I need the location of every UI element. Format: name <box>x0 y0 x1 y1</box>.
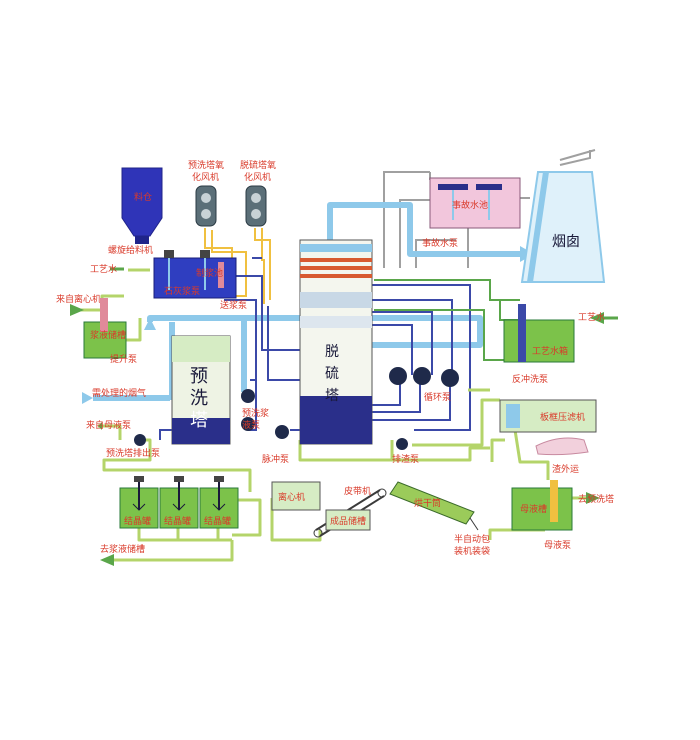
chimney <box>520 171 606 283</box>
prewash-tower-text-2: 洗 <box>190 388 208 409</box>
packer-label-2: 装机装袋 <box>454 545 490 557</box>
crystallizer-1 <box>119 476 159 529</box>
belt-conveyor-label: 皮带机 <box>344 485 371 497</box>
flue-gas-inlet-arrow <box>82 392 93 404</box>
green-arrow-pw-right <box>590 312 604 324</box>
crystal-tank-label-2: 结晶罐 <box>164 515 191 527</box>
pulp-tank-label: 浆液储槽 <box>90 329 126 341</box>
green-pw-tank-link <box>374 279 520 301</box>
prewash-tower-text-3: 塔 <box>190 410 208 431</box>
drain-pump-label: 排渣泵 <box>392 453 419 465</box>
accident-pump-label: 事故水泵 <box>422 237 458 249</box>
desulf-blower-label-2: 化风机 <box>244 171 271 183</box>
lift-pump-label: 提升泵 <box>110 354 137 365</box>
gray-utility-lines <box>383 149 596 268</box>
desulf-blower-label-1: 脱硫塔氧 <box>240 159 276 171</box>
crystal-tank-label-1: 结晶罐 <box>124 515 151 527</box>
from-mother-pump-label: 来自母液泵 <box>86 419 131 431</box>
limestone-pump-label: 石灰浆泵 <box>164 285 200 297</box>
process-water-tank <box>503 304 575 363</box>
crystallizer-3 <box>199 476 239 529</box>
dryer-output-line <box>469 517 479 531</box>
desulf-tower-text-1: 脱 <box>325 344 339 360</box>
mother-liquor-tank <box>511 480 573 531</box>
slag-out-label: 渣外运 <box>552 463 579 475</box>
circulation-pump-label: 循环泵 <box>424 391 451 403</box>
centrifuge-label: 离心机 <box>278 491 305 503</box>
green-arrow-in-left <box>70 304 84 316</box>
green-backflush-line <box>374 309 520 361</box>
product-storage-tank <box>325 509 371 531</box>
green-arrow-to-prewash <box>586 492 600 504</box>
product-tank-label: 成品储槽 <box>330 515 366 527</box>
prewash-drain-pump <box>134 434 146 446</box>
circulation-pumps <box>389 367 459 387</box>
desulf-tower-text-2: 硫 <box>325 366 339 382</box>
prewash-tower <box>171 335 231 445</box>
process-water-tank-label: 工艺水箱 <box>532 345 568 357</box>
from-centrifuge-label: 来自离心机 <box>56 293 101 305</box>
chimney-label: 烟囱 <box>552 234 580 250</box>
packer-label-1: 半自动包 <box>454 533 490 545</box>
process-water-right-label: 工艺水 <box>578 311 605 323</box>
pulse-pump <box>275 425 289 439</box>
prewash-circ-label-1: 预洗浆 <box>242 407 269 419</box>
backflush-pump-label: 反冲洗泵 <box>512 373 548 385</box>
to-pulp-tank-label: 去浆液储槽 <box>100 543 145 555</box>
desulf-blower <box>245 185 267 227</box>
accident-tank <box>429 177 521 229</box>
prewash-drain-pump-label: 预洗塔排出泵 <box>106 447 160 459</box>
pulse-pump-label: 脉冲泵 <box>262 453 289 465</box>
dryer-drum <box>389 481 475 525</box>
slurry-tank-label: 制浆池 <box>196 267 223 279</box>
slag-pile <box>535 437 589 456</box>
mother-pump-label: 母液泵 <box>544 539 571 551</box>
prewash-tower-text-1: 预 <box>190 366 208 387</box>
green-arrow-in-left-2 <box>98 422 102 430</box>
raw-flue-gas-label: 需处理的烟气 <box>92 387 146 399</box>
slurry-arrow-out <box>100 554 114 566</box>
to-prewash-label: 去预洗塔 <box>578 493 614 505</box>
desulf-tower-text-3: 塔 <box>325 388 339 404</box>
prewash-blower-label-1: 预洗塔氧 <box>188 159 224 171</box>
gas-arrow-up <box>144 318 156 330</box>
crystal-tank-label-3: 结晶罐 <box>204 515 231 527</box>
prewash-blower <box>195 185 217 227</box>
liquor-lines <box>159 257 471 440</box>
green-pw-tank-link-2 <box>499 300 520 321</box>
silo-label: 料仓 <box>134 191 152 203</box>
prewash-circ-label-2: 液泵 <box>242 419 260 431</box>
belt-filter-label: 板框压滤机 <box>540 411 585 423</box>
prewash-circ-pumps <box>241 389 255 431</box>
pulp-pump-label: 送浆泵 <box>220 299 247 311</box>
accident-tank-label: 事故水池 <box>452 199 488 211</box>
belt-filter-press <box>499 399 597 433</box>
mother-tank-label: 母液槽 <box>520 503 547 515</box>
drain-pump <box>396 438 408 450</box>
screw-feeder-label: 螺旋给料机 <box>108 244 153 256</box>
crystallizer-2 <box>159 476 199 529</box>
dryer-label: 烘干筒 <box>414 497 441 509</box>
pulp-storage-tank <box>83 298 127 359</box>
slurry-prep-tank <box>153 250 237 299</box>
prewash-blower-label-2: 化风机 <box>192 171 219 183</box>
centrifuge <box>271 481 321 511</box>
process-water-left-label: 工艺水 <box>90 263 117 275</box>
silo <box>121 167 163 244</box>
desulf-tower <box>299 239 373 445</box>
